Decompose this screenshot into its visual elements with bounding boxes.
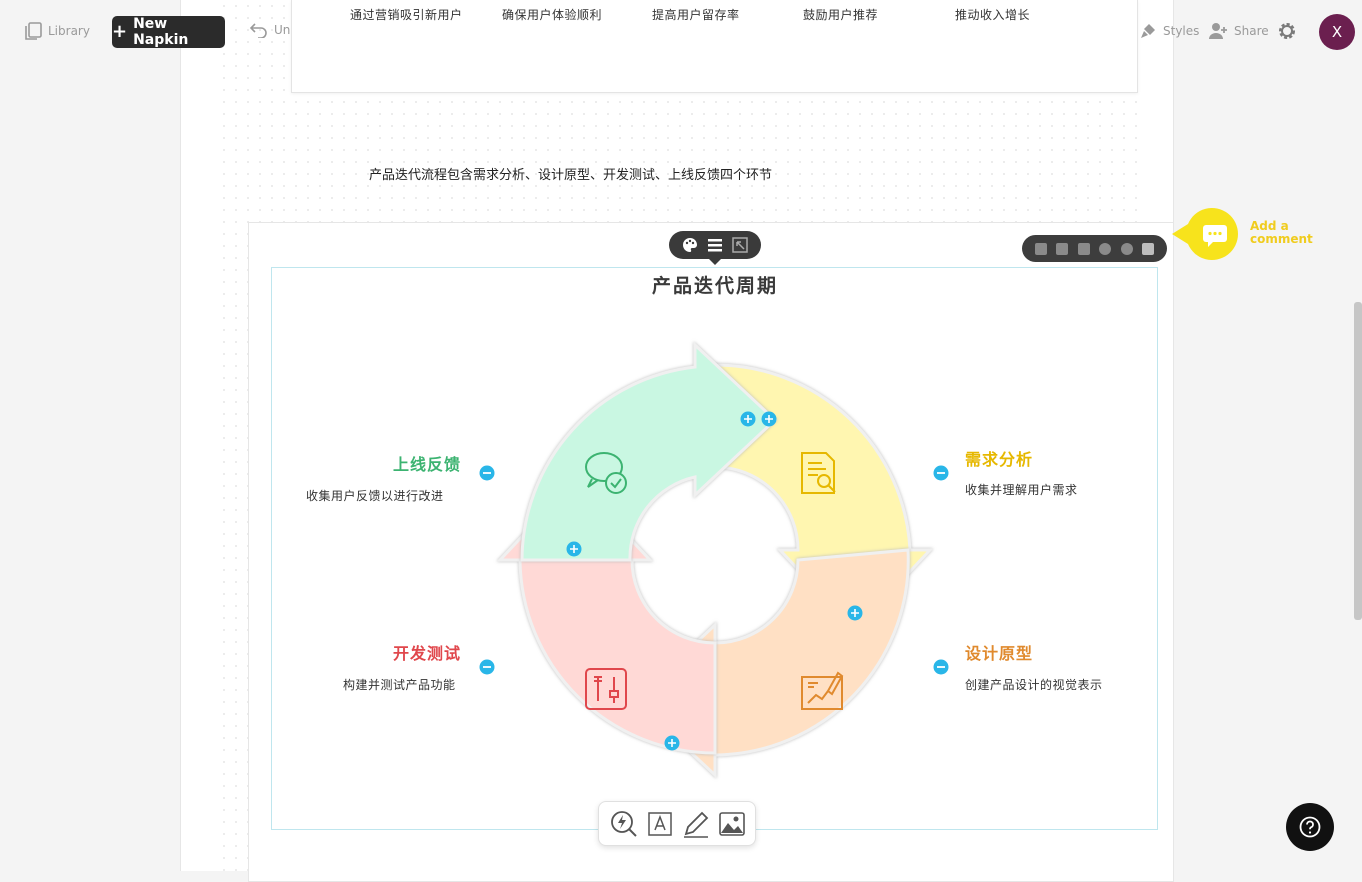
help-button[interactable]	[1286, 803, 1334, 851]
download-icon[interactable]	[1142, 242, 1155, 255]
add-comment-line1: Add a	[1250, 219, 1289, 233]
chat-check-icon	[585, 452, 627, 494]
layout-icon[interactable]	[1056, 242, 1069, 255]
step-desc-development[interactable]: 构建并测试产品功能	[343, 678, 456, 692]
ai-icon[interactable]	[1077, 242, 1090, 255]
scrollbar-thumb[interactable]	[1354, 302, 1362, 620]
add-comment-line2: comment	[1250, 232, 1313, 246]
question-icon	[1299, 816, 1321, 838]
add-node-button[interactable]	[847, 605, 863, 621]
gear-icon	[1279, 23, 1295, 39]
tools-icon	[585, 668, 627, 710]
add-user-icon	[1209, 23, 1227, 39]
resize-icon[interactable]	[732, 237, 749, 253]
add-node-button[interactable]	[761, 411, 777, 427]
share-button[interactable]: Share	[1208, 22, 1269, 40]
step-desc-requirements[interactable]: 收集并理解用户需求	[965, 483, 1078, 497]
text-box-icon[interactable]	[647, 811, 673, 837]
diagram-title[interactable]: 产品迭代周期	[651, 275, 778, 297]
avatar[interactable]: X	[1319, 14, 1355, 50]
avatar-initial: X	[1331, 23, 1343, 41]
top-item: 提高用户留存率	[652, 8, 740, 22]
cycle-diagram	[496, 341, 934, 779]
add-node-button[interactable]	[740, 411, 756, 427]
design-sketch-icon	[801, 671, 844, 710]
pen-icon[interactable]	[682, 810, 710, 838]
plus-icon: +	[112, 21, 128, 42]
diagram-style-toolbar[interactable]	[669, 231, 761, 259]
remove-step-button[interactable]	[479, 659, 495, 675]
top-item: 鼓励用户推荐	[803, 8, 879, 22]
palette-icon[interactable]	[682, 237, 698, 253]
top-item: 确保用户体验顺利	[502, 8, 603, 22]
settings-button[interactable]	[1277, 21, 1297, 45]
step-title-design[interactable]: 设计原型	[965, 644, 1034, 663]
top-item: 通过营销吸引新用户	[350, 8, 463, 22]
step-title-development[interactable]: 开发测试	[393, 644, 462, 663]
add-comment-label[interactable]: Add a comment	[1250, 220, 1320, 246]
remove-step-button[interactable]	[933, 659, 949, 675]
share-label: Share	[1234, 24, 1269, 38]
undo-icon	[250, 23, 267, 38]
add-node-button[interactable]	[664, 735, 680, 751]
step-title-feedback[interactable]: 上线反馈	[393, 455, 462, 474]
step-desc-feedback[interactable]: 收集用户反馈以进行改进	[306, 489, 444, 503]
remove-step-button[interactable]	[933, 465, 949, 481]
library-button[interactable]: Library	[24, 22, 90, 40]
previous-diagram-card[interactable]	[291, 0, 1138, 93]
chart-type-icon[interactable]	[1034, 242, 1047, 255]
refresh-icon[interactable]	[1120, 242, 1133, 255]
add-node-button[interactable]	[566, 541, 582, 557]
new-napkin-label: New Napkin	[133, 16, 189, 48]
library-label: Library	[48, 24, 90, 38]
step-title-requirements[interactable]: 需求分析	[965, 450, 1034, 469]
step-desc-design[interactable]: 创建产品设计的视觉表示	[965, 678, 1103, 692]
new-napkin-button[interactable]: + New Napkin	[112, 16, 225, 48]
caption-text[interactable]: 产品迭代流程包含需求分析、设计原型、开发测试、上线反馈四个环节	[369, 168, 773, 183]
styles-button[interactable]: Styles	[1139, 22, 1199, 40]
library-icon	[25, 22, 42, 40]
add-comment-button[interactable]	[1172, 206, 1242, 262]
toolbar-pointer	[709, 259, 721, 265]
document-search-icon	[801, 452, 836, 494]
top-item: 推动收入增长	[955, 8, 1031, 22]
info-icon[interactable]	[1099, 242, 1112, 255]
insert-toolbar[interactable]	[598, 801, 756, 846]
segment-feedback[interactable]	[520, 341, 778, 562]
paint-brush-icon	[1141, 24, 1155, 38]
ai-generate-icon[interactable]	[610, 810, 638, 838]
remove-step-button[interactable]	[479, 465, 495, 481]
styles-label: Styles	[1163, 24, 1200, 38]
list-icon[interactable]	[707, 238, 723, 252]
diagram-actions-toolbar[interactable]	[1022, 235, 1167, 262]
image-icon[interactable]	[718, 811, 745, 836]
